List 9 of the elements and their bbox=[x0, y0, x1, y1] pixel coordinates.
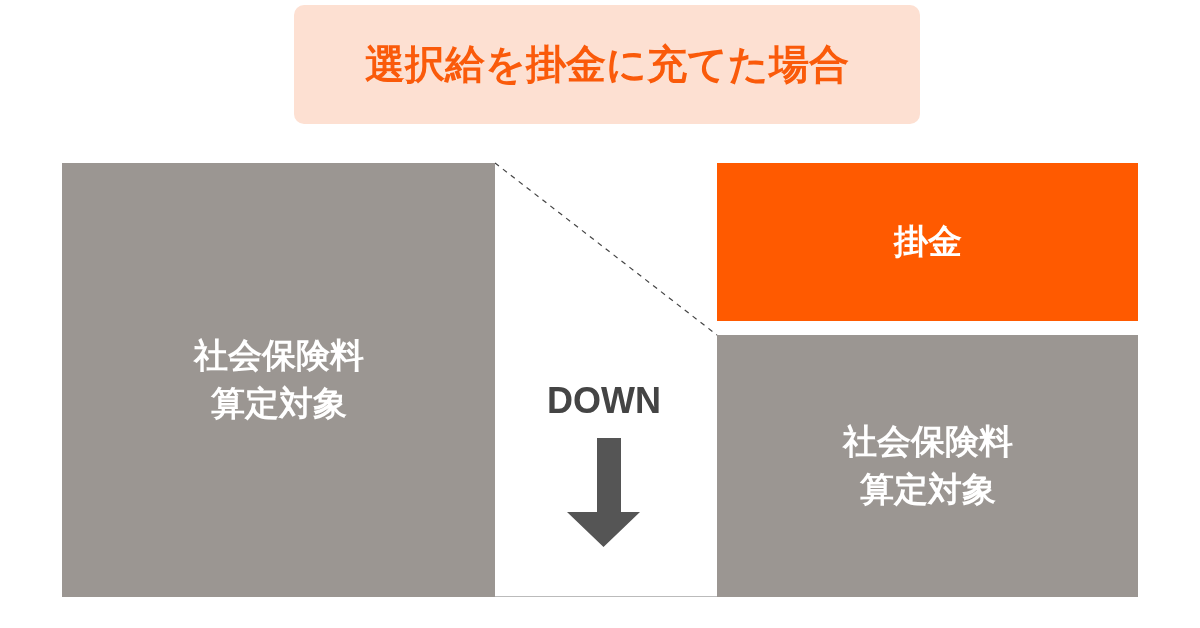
direction-label: DOWN bbox=[546, 380, 662, 422]
block-label: 掛金 bbox=[892, 220, 963, 264]
block-label: 社会保険料算定対象 bbox=[841, 420, 1014, 511]
block bbox=[62, 163, 495, 597]
title-banner: 選択給を掛金に充てた場合 bbox=[294, 5, 920, 124]
block bbox=[717, 163, 1138, 321]
dashed-line bbox=[494, 162, 718, 336]
block-label: 社会保険料算定対象 bbox=[192, 334, 365, 425]
block bbox=[717, 335, 1138, 597]
